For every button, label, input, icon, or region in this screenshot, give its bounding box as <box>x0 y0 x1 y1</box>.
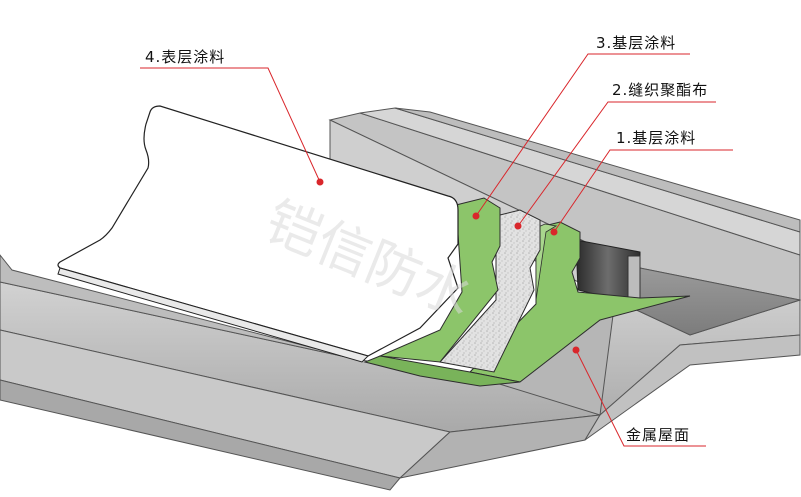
seam-flange <box>575 239 641 307</box>
label-metal-roof: 金属屋面 <box>626 426 690 444</box>
leader-fabric <box>517 101 716 227</box>
fabric-layer <box>439 209 541 373</box>
dot-base-coat-outer <box>472 212 480 220</box>
topcoat-layer <box>57 105 459 363</box>
label-topcoat: 4.表层涂料 <box>145 48 225 66</box>
leader-base-coat-outer <box>475 53 690 217</box>
label-base-coat-inner: 1.基层涂料 <box>616 129 696 147</box>
leader-topcoat <box>140 67 321 183</box>
dot-fabric <box>514 222 522 230</box>
label-fabric: 2.缝织聚酯布 <box>612 81 708 99</box>
leader-base-coat-inner <box>553 149 733 233</box>
metal-deck-front <box>0 254 801 491</box>
dot-metal-roof <box>572 346 580 354</box>
dot-topcoat <box>316 178 324 186</box>
base-coat-outer-layer <box>363 197 521 387</box>
marker-dots <box>316 178 580 354</box>
leader-lines <box>140 53 733 447</box>
dot-base-coat-inner <box>550 228 558 236</box>
label-base-coat-outer: 3.基层涂料 <box>596 34 676 52</box>
leader-metal-roof <box>575 349 706 447</box>
